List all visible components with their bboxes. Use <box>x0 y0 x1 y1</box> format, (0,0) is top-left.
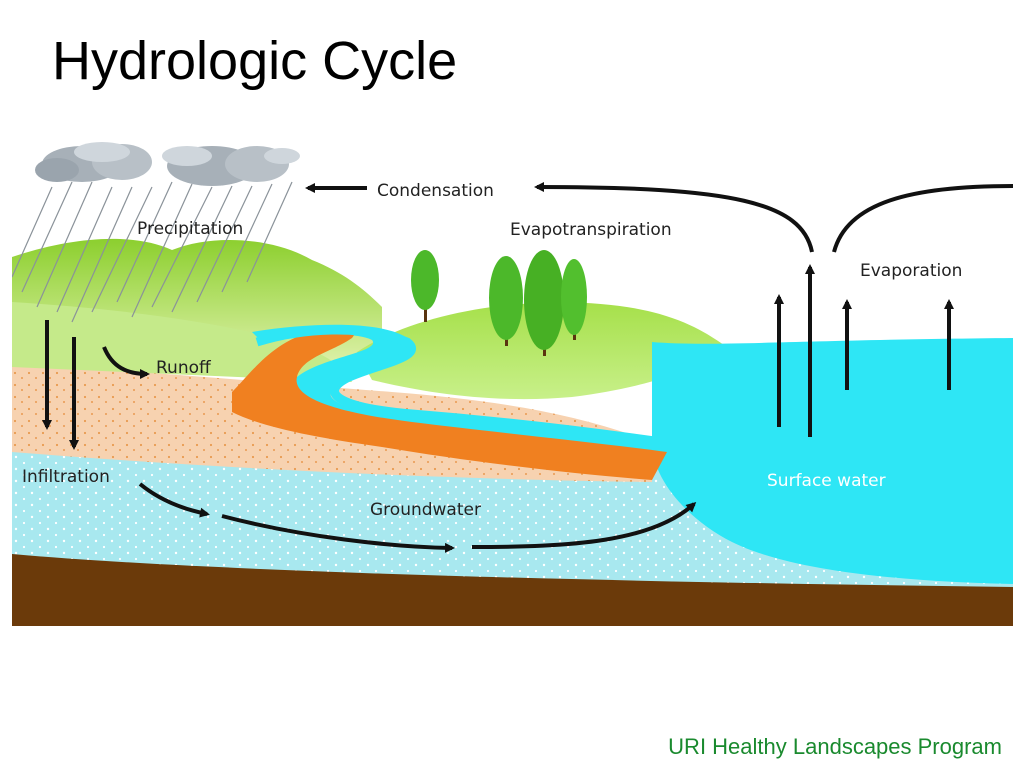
rain-lines <box>12 181 293 323</box>
runoff-stream <box>232 327 667 480</box>
groundwater-arrow <box>221 514 455 553</box>
groundwater-arrow <box>471 501 697 549</box>
diagram-labels: Precipitation Condensation Evapotranspir… <box>22 181 962 520</box>
cloud-icon <box>162 146 300 186</box>
trees <box>411 250 587 356</box>
clouds <box>35 142 300 186</box>
label-evaporation: Evaporation <box>860 261 962 281</box>
label-condensation: Condensation <box>377 181 494 201</box>
river <box>252 324 662 462</box>
hydrologic-cycle-diagram: Precipitation Condensation Evapotranspir… <box>12 142 1013 626</box>
condensation-arrow-right <box>534 182 814 253</box>
label-precipitation: Precipitation <box>137 219 243 239</box>
groundwater-arrow <box>138 482 210 518</box>
island <box>357 302 727 400</box>
label-groundwater: Groundwater <box>370 500 481 520</box>
tree-icon <box>411 250 439 322</box>
label-runoff: Runoff <box>156 358 212 378</box>
label-evapotranspiration: Evapotranspiration <box>510 220 672 240</box>
evaporation-arrow-curve <box>832 184 1013 253</box>
cloud-icon <box>35 142 152 182</box>
label-surface-water: Surface water <box>767 471 886 491</box>
label-infiltration: Infiltration <box>22 467 110 487</box>
process-arrows <box>42 182 1013 553</box>
background-layers <box>12 142 1013 626</box>
tree-icon <box>489 256 523 346</box>
tree-icon <box>561 259 587 340</box>
surface-water-body <box>652 338 1013 584</box>
slide-title: Hydrologic Cycle <box>52 31 458 91</box>
runoff-arrow <box>102 346 150 379</box>
footer-credit: URI Healthy Landscapes Program <box>668 734 1002 759</box>
tree-icon <box>524 250 564 356</box>
